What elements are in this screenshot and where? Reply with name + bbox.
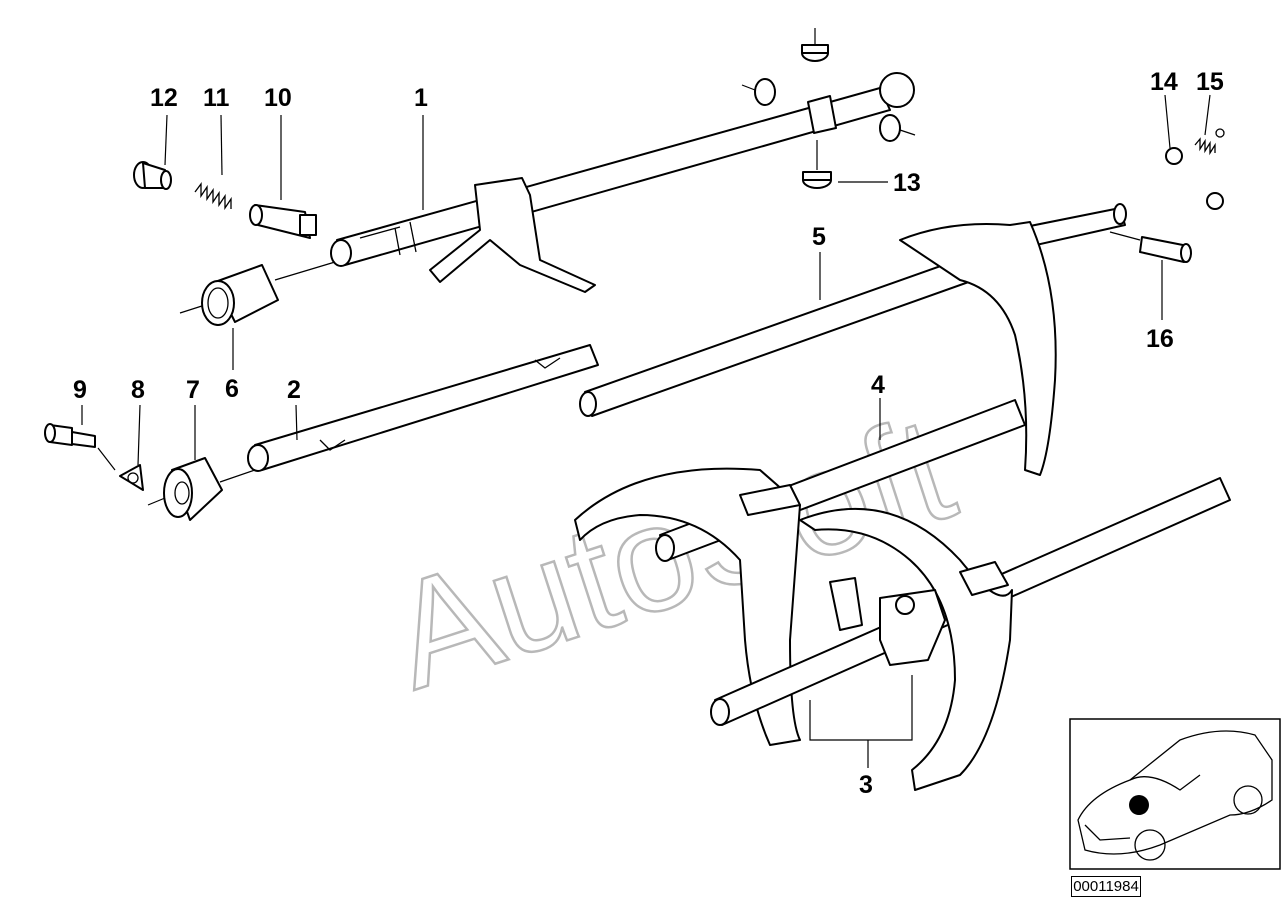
shaft-part-2 bbox=[247, 344, 599, 472]
spring-part-11 bbox=[194, 182, 232, 211]
callout-9: 9 bbox=[73, 376, 87, 404]
callout-6: 6 bbox=[225, 375, 239, 403]
callout-13: 13 bbox=[893, 169, 921, 197]
pin-part-10 bbox=[249, 204, 317, 239]
dowel-pin-part-16 bbox=[1109, 231, 1192, 263]
callout-15: 15 bbox=[1196, 68, 1224, 96]
callout-7: 7 bbox=[186, 376, 200, 404]
callout-12: 12 bbox=[150, 84, 178, 112]
callout-4: 4 bbox=[871, 371, 885, 399]
callout-8: 8 bbox=[131, 376, 145, 404]
diagram-id: 00011984 bbox=[1071, 876, 1141, 897]
callout-16: 16 bbox=[1146, 325, 1174, 353]
callout-5: 5 bbox=[812, 223, 826, 251]
callout-3: 3 bbox=[859, 771, 873, 799]
callout-2: 2 bbox=[287, 376, 301, 404]
ball-part-14 bbox=[1165, 147, 1224, 210]
washer-part-8 bbox=[119, 464, 144, 491]
vehicle-location-inset bbox=[1069, 718, 1281, 870]
shaft-part-3 bbox=[710, 477, 1231, 791]
callout-labels: 1 2 3 4 5 6 7 8 9 10 11 12 13 14 15 16 bbox=[73, 68, 1224, 799]
bolt-part-9 bbox=[44, 423, 116, 471]
shaft-part-5 bbox=[579, 203, 1127, 476]
callout-11: 11 bbox=[203, 84, 230, 112]
sleeve-part-6 bbox=[179, 261, 336, 326]
callout-10: 10 bbox=[264, 84, 292, 112]
leader-lines bbox=[81, 94, 1211, 768]
spring-part-15 bbox=[1194, 128, 1225, 156]
shaft-part-4 bbox=[574, 399, 1026, 746]
bushings-part-13 bbox=[741, 28, 916, 189]
callout-14: 14 bbox=[1150, 68, 1178, 96]
location-marker bbox=[1129, 795, 1149, 815]
collar-part-7 bbox=[147, 457, 256, 521]
selector-shaft-part-1 bbox=[330, 72, 915, 293]
plug-part-12 bbox=[133, 161, 172, 190]
callout-1: 1 bbox=[414, 84, 428, 112]
